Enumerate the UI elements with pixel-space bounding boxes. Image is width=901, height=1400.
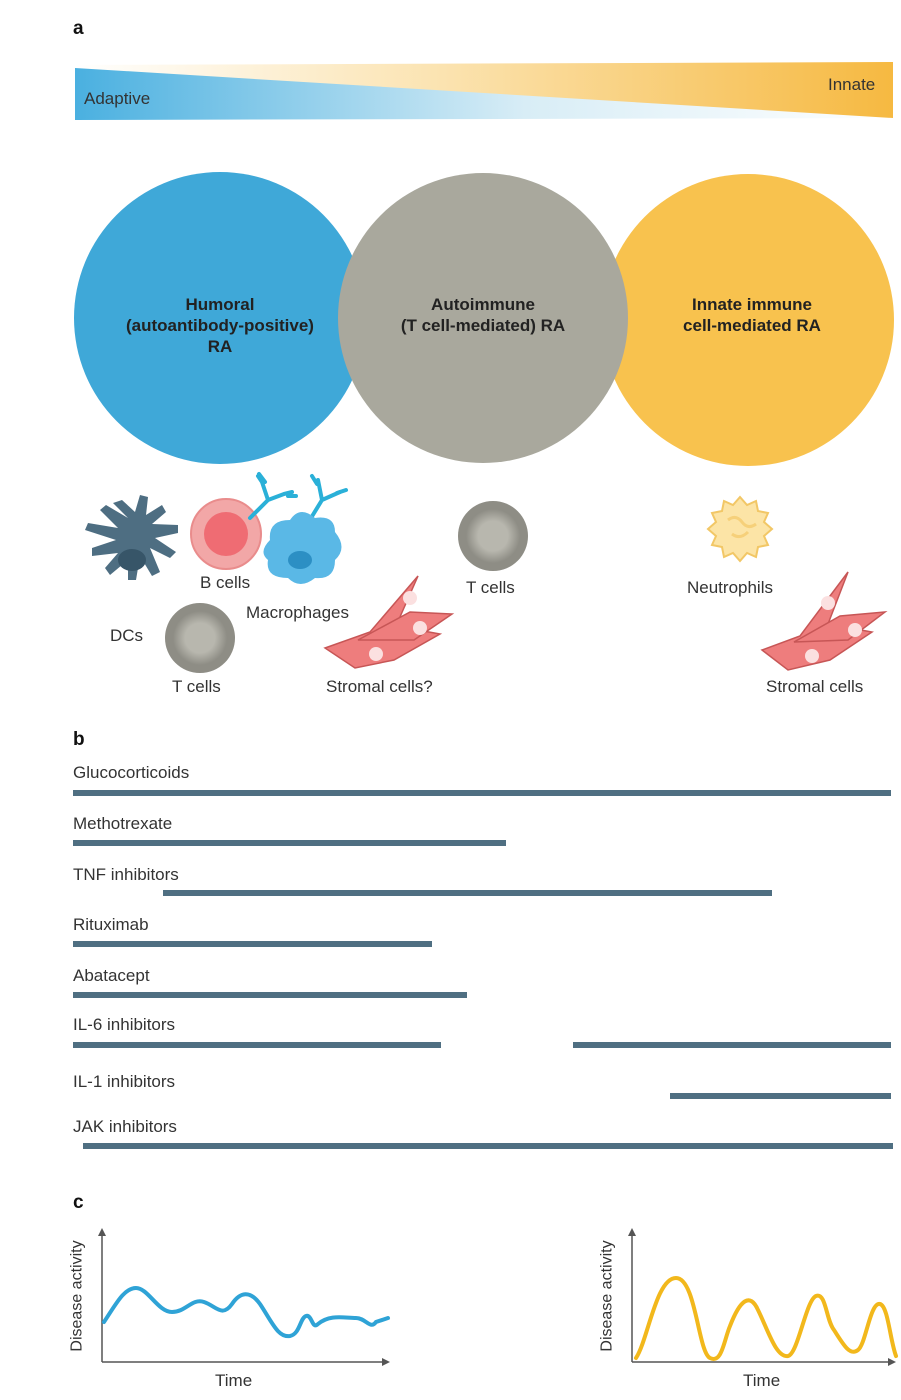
graph-left-axes bbox=[98, 1228, 390, 1366]
stromal-cells-icon-left bbox=[323, 575, 455, 669]
graph-right-curve bbox=[634, 1275, 898, 1361]
innate-line1: Innate immune bbox=[692, 295, 812, 314]
graph-right-xlabel: Time bbox=[743, 1371, 781, 1390]
drug-rituximab-bar bbox=[73, 941, 432, 947]
neutrophils-label: Neutrophils bbox=[687, 578, 773, 597]
b-cells-label: B cells bbox=[200, 573, 251, 592]
macrophage-icon bbox=[263, 511, 342, 584]
circle-innate-ra bbox=[602, 174, 894, 466]
stromal-cells-icon-right bbox=[760, 571, 888, 671]
drug-rituximab-label: Rituximab bbox=[73, 915, 149, 934]
stromal-cells-right-label: Stromal cells bbox=[766, 677, 864, 696]
graph-left-xlabel: Time bbox=[215, 1371, 253, 1390]
circle-autoimmune-ra bbox=[338, 173, 628, 463]
antibody-icon bbox=[248, 472, 298, 520]
macrophages-label: Macrophages bbox=[246, 603, 350, 622]
circle-humoral-label: Humoral (autoantibody-positive) RA bbox=[90, 294, 350, 357]
drug-tnf-inhibitors-bar bbox=[163, 890, 772, 896]
graph-right-axes bbox=[628, 1228, 896, 1366]
graph-right-ylabel: Disease activity bbox=[598, 1240, 616, 1352]
t-cells-left-label: T cells bbox=[172, 677, 221, 696]
stromal-cells-q-label: Stromal cells? bbox=[326, 677, 433, 696]
circle-innate-label: Innate immune cell-mediated RA bbox=[622, 294, 882, 336]
t-cells-mid-label: T cells bbox=[466, 578, 515, 597]
autoimmune-line2: (T cell-mediated) RA bbox=[400, 316, 566, 335]
circle-autoimmune-label: Autoimmune (T cell-mediated) RA bbox=[353, 294, 613, 336]
drug-methotrexate-bar bbox=[73, 840, 506, 846]
autoimmune-line1: Autoimmune bbox=[431, 295, 535, 314]
neutrophil-icon bbox=[706, 495, 774, 563]
innate-line2: cell-mediated RA bbox=[683, 316, 821, 335]
adaptive-label: Adaptive bbox=[84, 89, 151, 108]
drug-il1-inhibitors-bar bbox=[670, 1093, 891, 1099]
panel-a-label: a bbox=[73, 18, 84, 39]
antibody-icon-2 bbox=[309, 474, 348, 520]
drug-tnf-inhibitors-label: TNF inhibitors bbox=[73, 865, 179, 884]
panel-c-label: c bbox=[73, 1192, 84, 1213]
dendritic-cell-icon bbox=[85, 495, 178, 580]
t-cell-icon-middle bbox=[458, 501, 528, 571]
dcs-label: DCs bbox=[110, 626, 144, 645]
drug-jak-inhibitors-label: JAK inhibitors bbox=[73, 1117, 177, 1136]
t-cell-icon-left bbox=[165, 603, 235, 673]
drug-jak-inhibitors-bar bbox=[83, 1143, 893, 1149]
circle-humoral-ra bbox=[74, 172, 366, 464]
adaptive-gradient-wedge bbox=[75, 68, 893, 120]
drug-methotrexate-label: Methotrexate bbox=[73, 814, 173, 833]
panel-b-label: b bbox=[73, 729, 85, 750]
graph-left-ylabel: Disease activity bbox=[68, 1240, 86, 1352]
drug-glucocorticoids-bar bbox=[73, 790, 891, 796]
graph-left-curve bbox=[102, 1285, 390, 1339]
drug-abatacept-bar bbox=[73, 992, 467, 998]
humoral-line1: Humoral bbox=[185, 295, 255, 314]
drug-glucocorticoids-label: Glucocorticoids bbox=[73, 763, 190, 782]
humoral-line2: (autoantibody-positive) bbox=[126, 316, 314, 335]
innate-label: Innate bbox=[828, 75, 876, 94]
drug-il6-inhibitors-bar-1 bbox=[73, 1042, 441, 1048]
b-cell-icon bbox=[190, 498, 262, 570]
drug-abatacept-label: Abatacept bbox=[73, 966, 150, 985]
humoral-line3: RA bbox=[207, 337, 233, 356]
drug-il1-inhibitors-label: IL-1 inhibitors bbox=[73, 1072, 176, 1091]
drug-il6-inhibitors-bar-2 bbox=[573, 1042, 891, 1048]
drug-il6-inhibitors-label: IL-6 inhibitors bbox=[73, 1015, 176, 1034]
